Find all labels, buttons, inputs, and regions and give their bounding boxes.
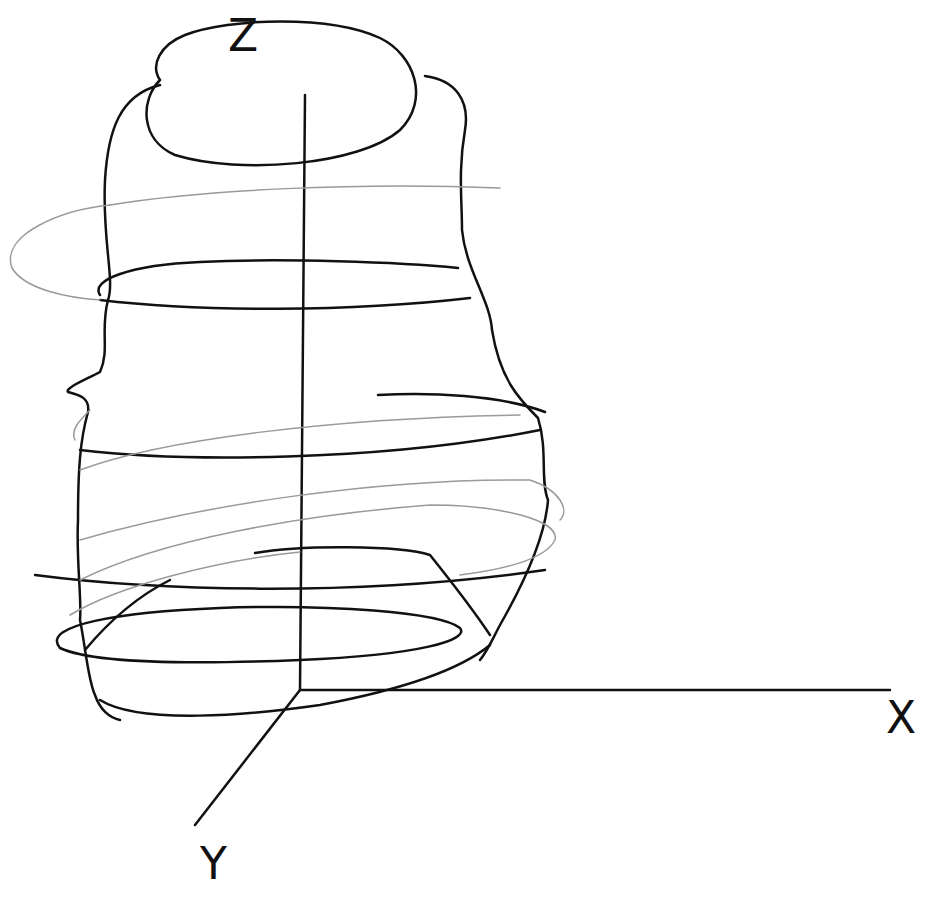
level-curve-back: [74, 410, 90, 440]
bottom-curve: [100, 645, 490, 716]
sketch-strokes: [35, 22, 890, 826]
axis-label: Y: [200, 842, 227, 886]
level-curve: [35, 570, 545, 589]
level-curve-back: [80, 505, 555, 580]
level-curve: [100, 298, 470, 309]
level-curve: [378, 394, 545, 412]
axis-label: Z: [228, 14, 258, 58]
level-curve-back: [70, 552, 300, 615]
axis-label: X: [886, 696, 916, 740]
level-curve: [85, 580, 170, 650]
level-curve-back: [80, 480, 564, 540]
level-curve-back: [80, 415, 520, 470]
level-curve: [80, 430, 540, 457]
z-axis: [300, 95, 305, 690]
top-cap: [146, 22, 416, 166]
level-curve-back: [10, 205, 110, 300]
faint-strokes: [10, 186, 563, 615]
level-curve-back: [110, 186, 500, 205]
level-curve: [255, 547, 490, 635]
level-curve: [98, 260, 458, 295]
